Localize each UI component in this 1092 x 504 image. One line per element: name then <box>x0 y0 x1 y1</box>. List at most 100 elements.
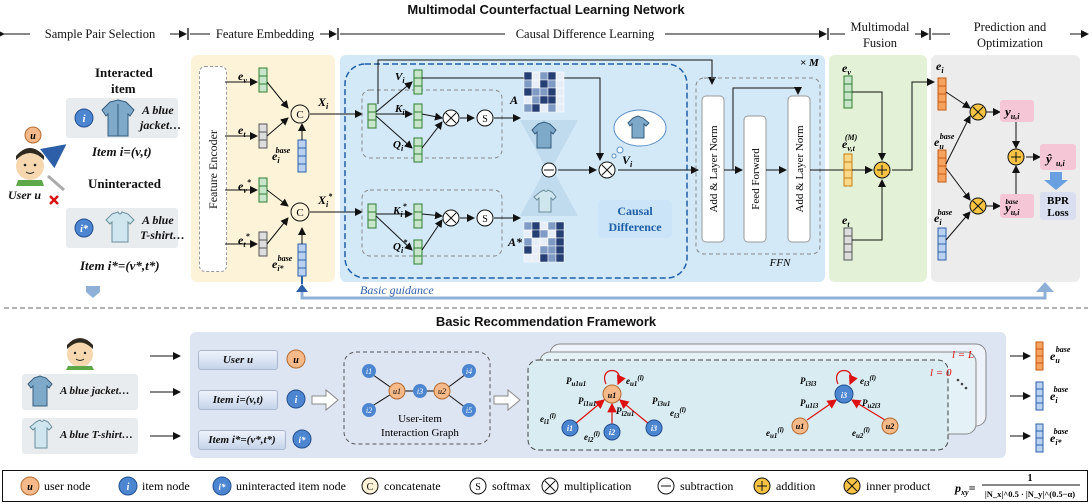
addition-icon-pred <box>1007 148 1025 166</box>
svg-text:i: i <box>127 482 130 493</box>
feed-forward-box <box>743 115 767 243</box>
causal-difference-box <box>598 200 672 238</box>
svg-text:l = 0: l = 0 <box>930 367 952 379</box>
graph-node-i5: i5 <box>462 403 476 417</box>
inner-product-icon-2 <box>969 197 987 215</box>
xi-label: Xi <box>317 95 329 111</box>
tshirt-small-icon <box>533 189 557 213</box>
bottom-tshirt-icon <box>29 419 53 449</box>
legend-uninteracted-node-icon: i* <box>212 476 232 496</box>
graph-node-u1: u1 <box>388 382 406 400</box>
hollow-arrow-1 <box>311 388 339 412</box>
matrix-cell <box>555 103 565 113</box>
svg-text:pxy=: pxy= <box>954 481 976 497</box>
ev-label: ev <box>238 69 247 85</box>
svg-text:i2: i2 <box>609 428 615 437</box>
graph-node-i1: i1 <box>362 364 376 378</box>
svg-text:u: u <box>293 355 299 366</box>
svg-text:i*: i* <box>298 435 306 445</box>
svg-text:Ki: Ki <box>394 103 405 117</box>
tshirt-text-2: T-shirt… <box>140 228 185 242</box>
svg-text:subtraction: subtraction <box>680 479 733 493</box>
svg-text:C: C <box>296 109 303 121</box>
svg-text:u1: u1 <box>608 391 616 400</box>
bottom-i-node-icon: i <box>286 389 306 409</box>
inner-product-icon-1 <box>969 103 987 121</box>
svg-text:A*: A* <box>507 235 523 249</box>
attention-matrix-a <box>523 71 565 113</box>
layer-box-0 <box>527 359 949 451</box>
u-node-label: u <box>30 131 36 142</box>
graph-node-u2: u2 <box>433 382 451 400</box>
item-eq: Item i=(v,t) <box>92 144 152 159</box>
svg-text:u1: u1 <box>393 387 401 396</box>
prop-node-i1: i1 <box>561 419 579 437</box>
svg-text:ev: ev <box>842 61 851 77</box>
uninteracted-node-icon <box>74 218 94 238</box>
jacket-text-1: A blue <box>142 103 174 117</box>
legend-multiply-icon <box>541 477 559 495</box>
multiply-icon-3 <box>598 161 616 179</box>
feature-encoder-box: Feature Encoder <box>199 66 227 272</box>
svg-text:S: S <box>482 114 488 125</box>
bottom-istar-node-icon: i* <box>292 429 312 449</box>
subtract-icon <box>541 162 557 178</box>
svg-text:i*: i* <box>80 224 89 235</box>
legend-formula: pxy= 1 |N_x|^0.5 · |N_y|^(0.5−α) <box>954 473 1080 499</box>
bottom-jacket-icon <box>27 375 53 407</box>
section-sample-pair: Sample Pair Selection <box>30 27 170 42</box>
matrix-cell <box>555 253 565 263</box>
item-star-eq: Item i*=(v*,t*) <box>80 258 160 273</box>
et-label: et <box>238 123 246 139</box>
softmax-icon-1: S <box>476 109 494 127</box>
svg-text:BPR: BPR <box>1047 195 1070 207</box>
yui-base-box <box>1000 194 1034 218</box>
svg-text:Qi: Qi <box>393 139 404 153</box>
bottom-tshirt-text: A blue T-shirt… <box>60 429 133 441</box>
bottom-title: Basic Recommendation Framework <box>435 314 657 329</box>
graph-node-i2: i2 <box>362 403 376 417</box>
bottom-user-avatar-icon <box>66 338 94 370</box>
svg-text:multiplication: multiplication <box>564 479 631 493</box>
svg-text:u2: u2 <box>438 387 446 396</box>
svg-text:ŷ: ŷ <box>1044 151 1052 166</box>
yhat-box <box>1040 144 1076 170</box>
interacted-title-2: item <box>111 81 136 96</box>
svg-text:uninteracted item node: uninteracted item node <box>236 479 346 493</box>
legend-user-node-icon: u <box>20 476 40 496</box>
jacket-thought-icon <box>627 115 650 139</box>
svg-text:l = L: l = L <box>952 349 974 361</box>
legend-item-node-icon: i <box>118 476 138 496</box>
svg-text:Difference: Difference <box>608 220 662 234</box>
softmax-icon-2: S <box>476 209 494 227</box>
svg-text:i1: i1 <box>366 367 372 376</box>
svg-text:User-item: User-item <box>398 413 442 425</box>
svg-text:× M: × M <box>800 57 820 69</box>
svg-text:Interaction Graph: Interaction Graph <box>381 427 459 439</box>
interacted-title-1: Interacted <box>95 65 153 80</box>
bpr-loss-box <box>1040 192 1076 220</box>
down-arrow-bpr <box>1044 172 1068 190</box>
svg-text:i4: i4 <box>466 367 472 376</box>
item-node-icon <box>74 108 94 128</box>
svg-text:Feed Forward: Feed Forward <box>750 148 762 210</box>
red-cross-icon <box>49 195 59 205</box>
section-causal-diff: Causal Difference Learning <box>505 27 665 42</box>
jacket-icon <box>101 99 135 137</box>
prop-node-u1: u1 <box>602 384 622 404</box>
concat-icon-1 <box>290 104 310 124</box>
prop-node-i2: i2 <box>603 423 621 441</box>
svg-text:u: u <box>27 482 33 493</box>
section-pred-1: Prediction and <box>950 20 1070 35</box>
add-norm-2-box <box>787 95 811 243</box>
attention-matrix-astar <box>523 221 565 263</box>
svg-text:i1: i1 <box>567 424 573 433</box>
multiply-icon-1 <box>442 109 460 127</box>
svg-text:u1: u1 <box>796 422 804 431</box>
down-block-arrow-icon <box>86 286 100 298</box>
pill-user: User u <box>198 350 278 370</box>
yui-box <box>1000 100 1034 122</box>
